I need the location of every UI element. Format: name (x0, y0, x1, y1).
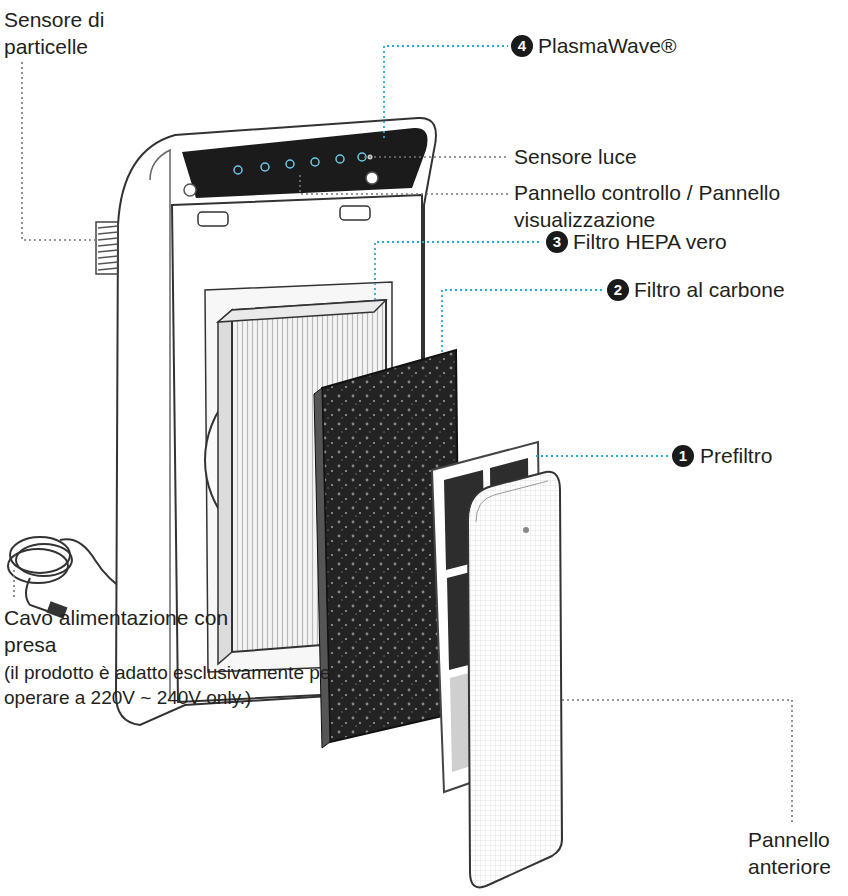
part-label: Filtro HEPA vero (573, 228, 823, 255)
note-text: (il prodotto è adatto esclusivamente per… (4, 660, 344, 710)
part-label: Pannello anteriore (748, 826, 844, 880)
part-label: Sensore luce (514, 143, 714, 170)
part-label: Cavo alimentazione con presa (4, 604, 234, 658)
callout-number: 4 (511, 35, 533, 57)
part-label: Sensore di particelle (4, 6, 144, 60)
part-label: Filtro al carbone (634, 276, 839, 303)
part-label: Pannello controllo / Pannello visualizza… (514, 179, 844, 233)
callout-number: 3 (546, 231, 568, 253)
callout-number: 1 (672, 445, 694, 467)
part-label: PlasmaWave® (538, 32, 738, 59)
part-label: Prefiltro (700, 442, 840, 469)
callout-number: 2 (607, 279, 629, 301)
